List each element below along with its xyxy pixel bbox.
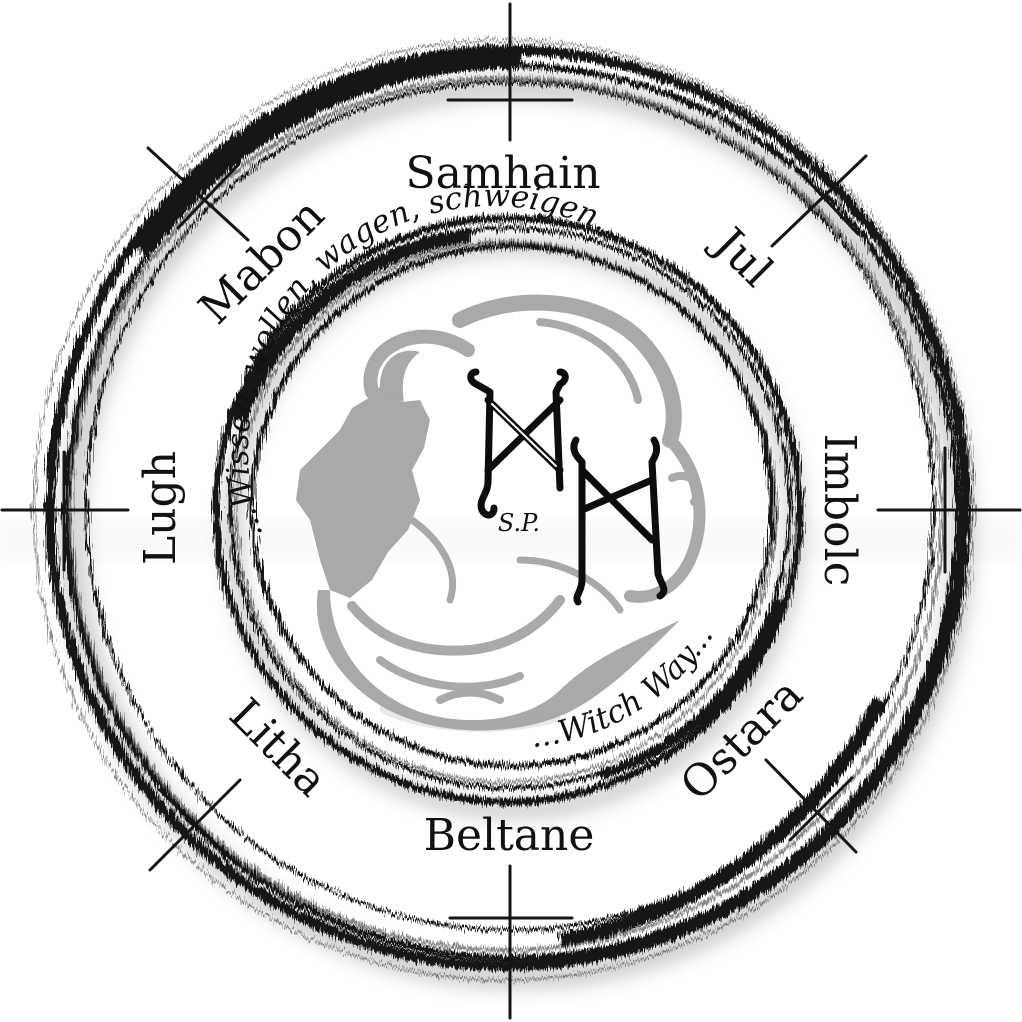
tribal-swirl-right-curl (668, 472, 702, 506)
rune-stroke-right (570, 436, 586, 606)
wolf-ear (379, 350, 420, 402)
wolf-body (316, 590, 680, 731)
cross-line-top-left (146, 146, 250, 242)
tribal-swirl-right (624, 434, 706, 603)
tribal-flame-3 (436, 688, 504, 704)
festival-beltane: Beltane (424, 810, 595, 861)
festival-samhain: Samhain (405, 148, 600, 199)
tribal-flame-5 (516, 556, 624, 614)
rune-stroke-far-right (648, 436, 668, 600)
cross-line-top-right-tick (796, 168, 860, 236)
wolf-reflection (380, 700, 560, 732)
rune-stroke-mid (552, 368, 569, 492)
tribal-flame-4 (408, 516, 457, 604)
tribal-swirl-top-inner (536, 318, 642, 404)
cross-line-bottom-right-tick (788, 776, 854, 842)
rune-sigil: S.P. (467, 368, 668, 606)
cross-line-top-left-tick (176, 163, 240, 230)
rune-stroke-left (467, 368, 498, 519)
festival-jul: Jul (701, 216, 782, 297)
rune-diagonal-3 (578, 476, 656, 514)
inner-ring (212, 214, 804, 806)
moon-arc (363, 329, 475, 399)
outer-ring (33, 39, 975, 981)
wolf-head (296, 372, 430, 598)
tribal-swirl-top (452, 294, 682, 448)
wolf-emblem (296, 294, 706, 732)
tribal-flame-2 (376, 656, 524, 691)
festival-imbolc: Imbolc (814, 434, 865, 586)
festival-lugh: Lugh (135, 451, 186, 565)
rune-diagonal-4 (578, 466, 656, 544)
cross-line-top-right (770, 154, 868, 248)
emblem-initials: S.P. (498, 509, 540, 537)
rune-highlight (491, 403, 557, 467)
cross-line-bottom-left-tick (158, 788, 232, 860)
cross-line-bottom-right (764, 758, 858, 854)
tribal-flame-1 (347, 595, 565, 656)
